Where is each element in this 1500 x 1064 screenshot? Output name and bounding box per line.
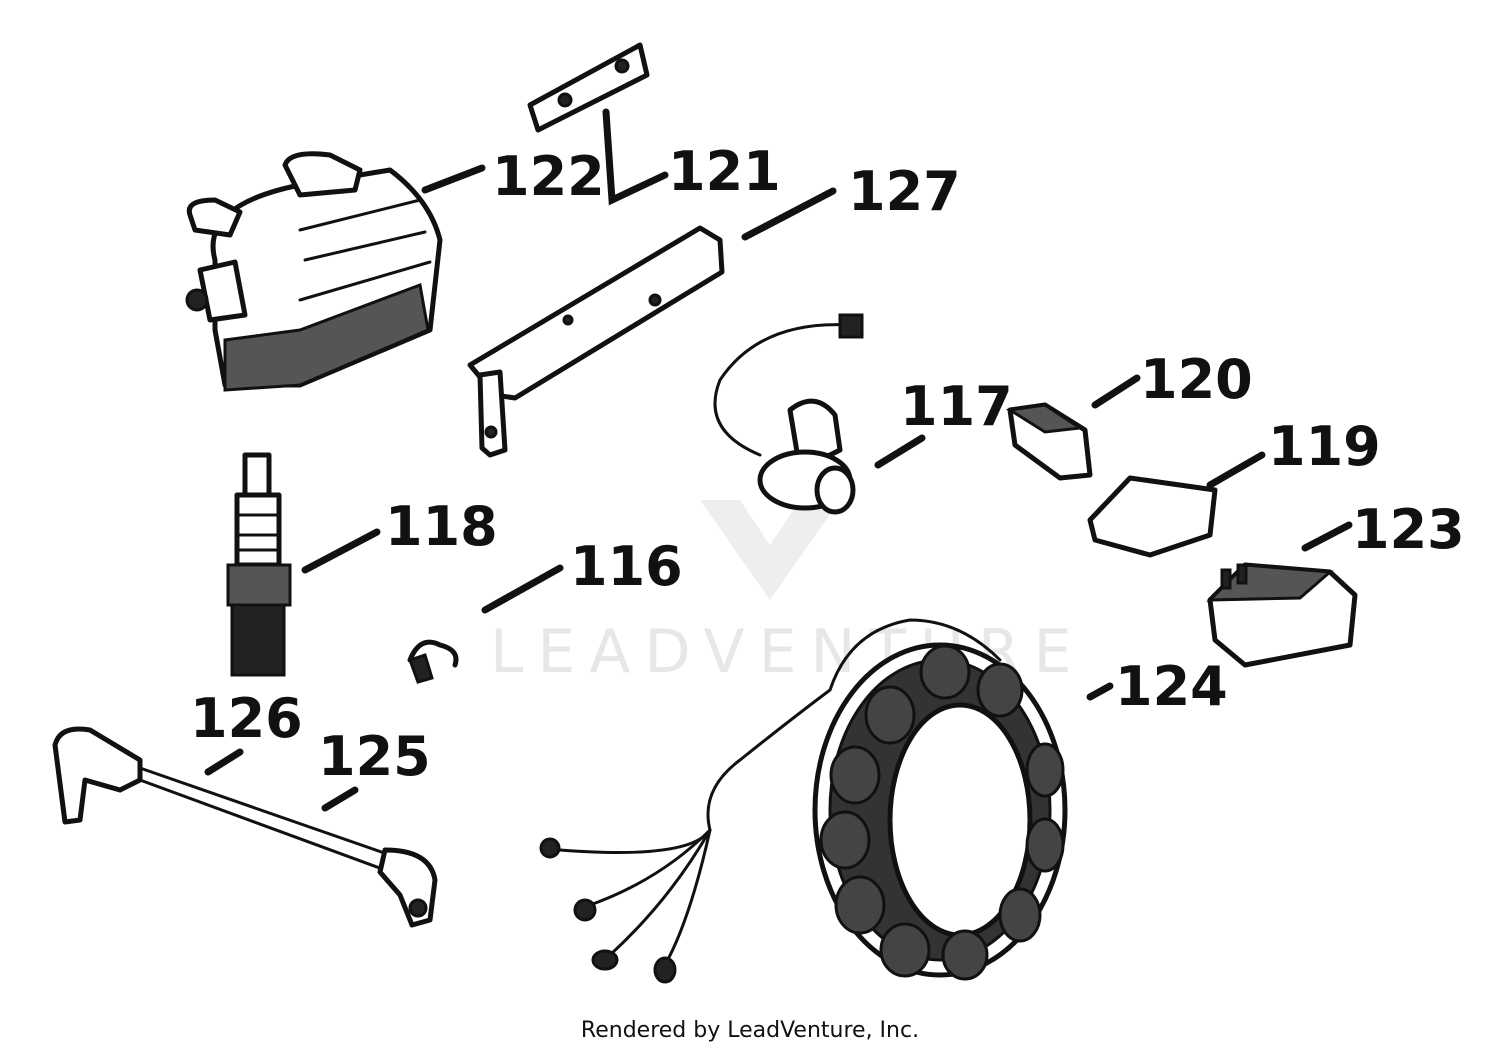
label-118: 118 bbox=[385, 495, 498, 558]
label-117: 117 bbox=[900, 375, 1013, 438]
label-125: 125 bbox=[318, 725, 431, 788]
part-116-clip bbox=[407, 639, 459, 684]
label-120: 120 bbox=[1140, 348, 1253, 411]
part-126-125-spark-plug-lead bbox=[52, 726, 438, 928]
label-126: 126 bbox=[190, 687, 303, 750]
label-116: 116 bbox=[570, 535, 683, 598]
part-123-rectifier bbox=[1206, 562, 1358, 668]
label-127: 127 bbox=[848, 160, 961, 223]
label-122: 122 bbox=[492, 145, 605, 208]
leader-lines bbox=[204, 108, 1353, 812]
part-118-spark-plug bbox=[226, 452, 292, 677]
part-117-condenser bbox=[713, 313, 864, 515]
watermark-logo-icon bbox=[700, 500, 840, 600]
label-119: 119 bbox=[1268, 415, 1381, 478]
part-120-module bbox=[1005, 402, 1093, 481]
part-121-plate bbox=[527, 42, 650, 133]
label-121: 121 bbox=[668, 140, 781, 203]
part-127-bracket bbox=[467, 225, 725, 458]
part-119-module bbox=[1087, 475, 1218, 558]
part-122-ignition-coil bbox=[185, 151, 443, 392]
label-124: 124 bbox=[1115, 655, 1228, 718]
render-credit: Rendered by LeadVenture, Inc. bbox=[580, 1018, 920, 1043]
part-labels: 122 121 127 120 117 119 123 118 116 124 … bbox=[190, 140, 1465, 788]
label-123: 123 bbox=[1352, 498, 1465, 561]
part-124-stator bbox=[539, 618, 1068, 984]
